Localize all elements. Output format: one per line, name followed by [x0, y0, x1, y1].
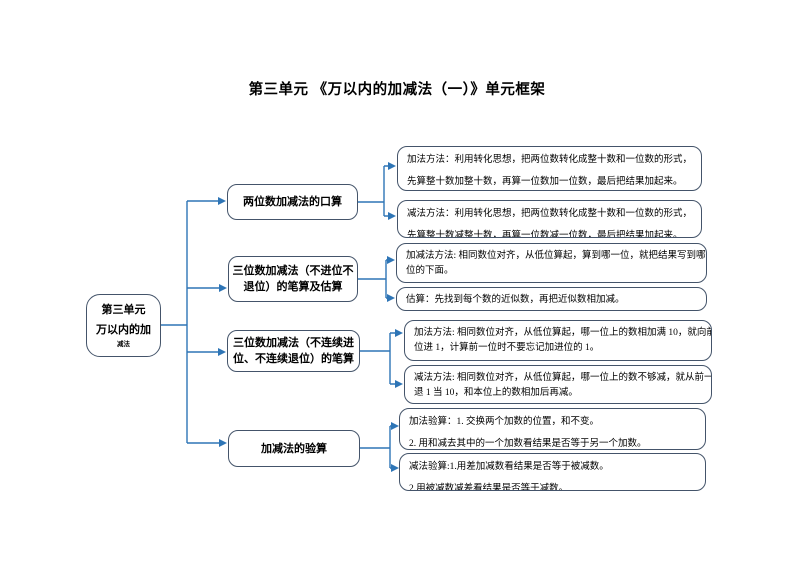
branch-node-label: 三位数加减法（不连续进: [233, 337, 354, 349]
leaf-text-line: 位进 1，计算前一位时不要忘记加进位的 1。: [414, 343, 600, 353]
left-tree-connectors: [161, 197, 227, 447]
leaf-text-line: 2. 用和减去其中的一个加数看结果是否等于另一个加数。: [409, 439, 647, 449]
leaf-text-line: 加法验算：1. 交换两个加数的位置，和不变。: [409, 417, 600, 427]
arrowhead: [218, 197, 226, 205]
edge: [358, 165, 388, 217]
leaf-text-line: 位的下面。: [406, 266, 454, 276]
leaf-node-estimation: 估算：先找到每个数的近似数，再把近似数相加减。: [396, 287, 707, 311]
arrowhead: [387, 256, 395, 264]
branch-node-oral-calculation: 两位数加减法的口算: [227, 184, 358, 220]
branch-node-written-no-carry: 三位数加减法（不进位不 退位）的笔算及估算: [228, 256, 358, 302]
branch-node-label: 两位数加减法的口算: [243, 196, 342, 208]
leaf-node-written-method: 加减法方法: 相同数位对齐，从低位算起，算到哪一位，就把结果写到哪一 位的下面。: [396, 243, 707, 283]
branch3-connectors: [360, 329, 403, 388]
leaf-node-subtraction-check: 减法验算:1.用差加减数看结果是否等于被减数。 2.用被减数减差看结果是否等于减…: [399, 453, 706, 491]
leaf-node-addition-check: 加法验算：1. 交换两个加数的位置，和不变。 2. 用和减去其中的一个加数看结果…: [399, 408, 706, 450]
edge: [360, 332, 395, 385]
arrowhead: [387, 294, 395, 302]
leaf-text-line: 减法验算:1.用差加减数看结果是否等于被减数。: [409, 462, 609, 472]
branch-node-checking: 加减法的验算: [228, 430, 360, 467]
leaf-text-line: 减法方法：利用转化思想，把两位数转化成整十数和一位数的形式，: [407, 209, 693, 219]
leaf-text-line: 2.用被减数减差看结果是否等于减数。: [409, 484, 569, 491]
branch-node-label: 位、不连续退位）的笔算: [233, 353, 354, 365]
leaf-text-line: 先算整十数减整十数，再算一位数减一位数，最后把结果加起来。: [407, 231, 683, 238]
arrowhead: [395, 380, 403, 388]
branch-node-label: 加减法的验算: [261, 442, 327, 455]
leaf-node-subtraction-borrow-method: 减法方法: 相同数位对齐，从低位算起，哪一位上的数不够减，就从前一位 退 1 当…: [404, 365, 712, 404]
edge: [161, 200, 219, 444]
leaf-node-addition-method-oral: 加法方法：利用转化思想，把两位数转化成整十数和一位数的形式， 先算整十数加整十数…: [397, 146, 702, 191]
root-node-label: 第三单元: [101, 303, 146, 316]
leaf-text-line: 加减法方法: 相同数位对齐，从低位算起，算到哪一位，就把结果写到哪一: [406, 251, 707, 261]
leaf-text-line: 退 1 当 10，和本位上的数相加后再减。: [414, 388, 578, 398]
leaf-text-line: 加法方法：利用转化思想，把两位数转化成整十数和一位数的形式，: [407, 155, 693, 165]
arrowhead: [395, 329, 403, 337]
root-node: 第三单元 万以内的加 减法: [86, 294, 161, 357]
leaf-node-addition-carry-method: 加法方法: 相同数位对齐，从低位算起，哪一位上的数相加满 10，就向前一 位进 …: [404, 320, 712, 361]
branch4-connectors: [360, 422, 399, 472]
leaf-text-line: 估算：先找到每个数的近似数，再把近似数相加减。: [406, 295, 625, 305]
arrowhead: [219, 284, 227, 292]
branch2-connectors: [358, 256, 395, 302]
arrowhead: [388, 212, 396, 220]
leaf-text-line: 减法方法: 相同数位对齐，从低位算起，哪一位上的数不够减，就从前一位: [414, 373, 712, 383]
root-node-label: 减法: [117, 340, 130, 348]
edge: [360, 425, 391, 469]
leaf-node-subtraction-method-oral: 减法方法：利用转化思想，把两位数转化成整十数和一位数的形式， 先算整十数减整十数…: [397, 200, 702, 238]
arrowhead: [391, 422, 399, 430]
arrowhead: [219, 439, 227, 447]
leaf-text-line: 先算整十数加整十数，再算一位数加一位数，最后把结果加起来。: [407, 177, 683, 187]
arrowhead: [388, 162, 396, 170]
branch-node-written-carry: 三位数加减法（不连续进 位、不连续退位）的笔算: [227, 330, 360, 372]
arrowhead: [391, 464, 399, 472]
branch-node-label: 退位）的笔算及估算: [243, 281, 343, 293]
branch-node-label: 三位数加减法（不进位不: [232, 265, 354, 277]
leaf-text-line: 加法方法: 相同数位对齐，从低位算起，哪一位上的数相加满 10，就向前一: [414, 328, 712, 338]
branch1-connectors: [358, 162, 396, 220]
page-title: 第三单元 《万以内的加减法（一）》单元框架: [248, 82, 546, 98]
root-node-label: 万以内的加: [96, 323, 151, 336]
edge: [358, 259, 387, 299]
arrowhead: [218, 348, 226, 356]
